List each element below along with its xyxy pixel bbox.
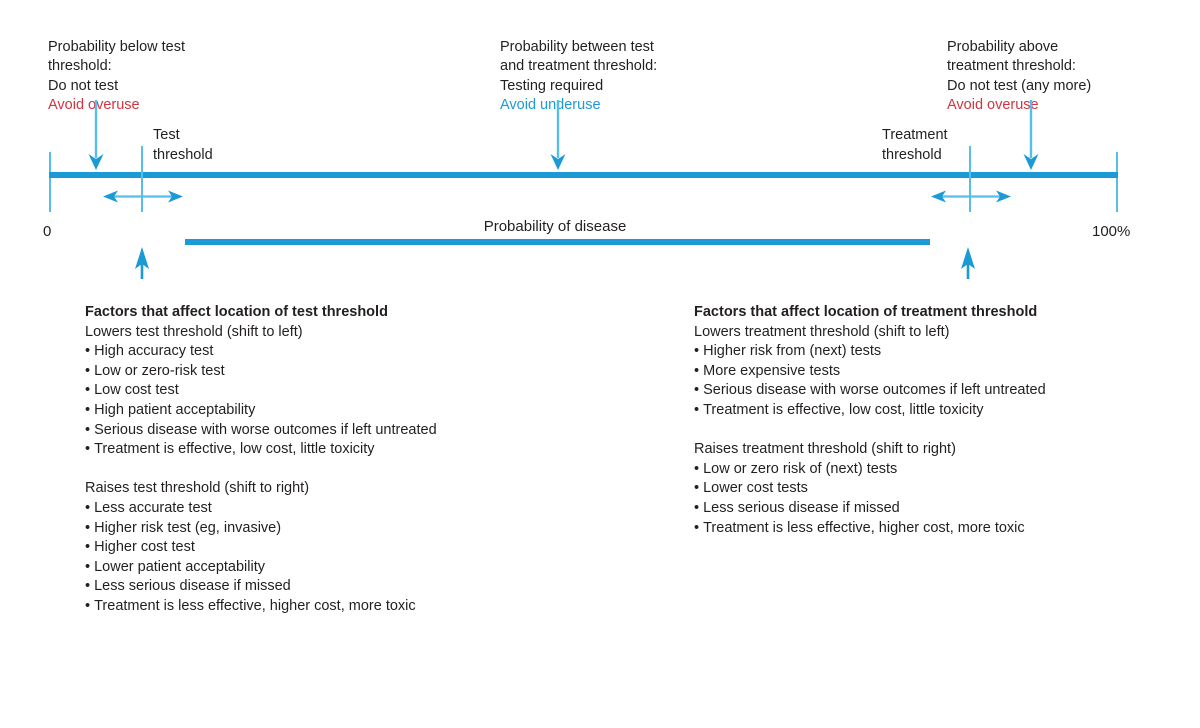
factors-treatment-raise-list: Low or zero risk of (next) tests Lower c… — [694, 460, 1194, 538]
factors-test-lower-heading: Lowers test threshold (shift to left) — [85, 323, 303, 340]
factors-treatment-title: Factors that affect location of treatmen… — [694, 304, 1038, 320]
factors-treatment-lower-list: Higher risk from (next) tests More expen… — [694, 342, 1194, 420]
list-item: Treatment is effective, low cost, little… — [85, 440, 645, 460]
axis-right-end-tick — [1116, 152, 1118, 212]
list-item: Low cost test — [85, 381, 645, 401]
axis-label-hundred-percent: 100% — [1092, 223, 1131, 240]
list-item: Low or zero risk of (next) tests — [694, 460, 1194, 480]
test-threshold-label: Test threshold — [153, 127, 213, 163]
spacer — [85, 460, 645, 480]
factors-treatment-threshold: Factors that affect location of treatmen… — [694, 303, 1194, 538]
spacer — [694, 421, 1194, 441]
treatment-threshold-label: Treatment threshold — [882, 127, 948, 163]
callout-between-accent: Avoid underuse — [500, 97, 601, 113]
list-item: Higher cost test — [85, 538, 645, 558]
list-item: Less serious disease if missed — [694, 499, 1194, 519]
treatment-threshold-tick — [969, 146, 971, 212]
down-arrow-below-test — [88, 100, 104, 170]
list-item: Serious disease with worse outcomes if l… — [85, 421, 645, 441]
treatment-threshold-shift-arrow — [931, 190, 1011, 203]
list-item: Less accurate test — [85, 499, 645, 519]
down-arrow-between-thresholds — [550, 100, 566, 170]
testing-range-bar — [185, 239, 930, 245]
factors-test-raise-heading: Raises test threshold (shift to right) — [85, 480, 310, 497]
axis-label-zero: 0 — [43, 223, 52, 240]
factors-test-threshold: Factors that affect location of test thr… — [85, 303, 645, 617]
callout-below-test-threshold: Probability below test threshold: Do not… — [48, 18, 308, 135]
callout-above-treatment-threshold: Probability above treatment threshold: D… — [947, 18, 1197, 135]
callout-above-treatment-accent: Avoid overuse — [947, 97, 1039, 113]
factors-test-raise-list: Less accurate test Higher risk test (eg,… — [85, 499, 645, 617]
factors-treatment-lower-heading: Lowers treatment threshold (shift to lef… — [694, 323, 950, 340]
list-item: More expensive tests — [694, 362, 1194, 382]
callout-below-test-text: Probability below test threshold: Do not… — [48, 38, 186, 94]
callout-above-treatment-text: Probability above treatment threshold: D… — [947, 38, 1092, 94]
up-arrow-treatment-threshold — [961, 247, 975, 279]
axis-center-label: Probability of disease — [483, 218, 627, 235]
list-item: High accuracy test — [85, 342, 645, 362]
list-item: Higher risk test (eg, invasive) — [85, 519, 645, 539]
callout-between-text: Probability between test and treatment t… — [500, 38, 658, 94]
list-item: Low or zero-risk test — [85, 362, 645, 382]
list-item: Treatment is effective, low cost, little… — [694, 401, 1194, 421]
list-item: High patient acceptability — [85, 401, 645, 421]
factors-test-lower-list: High accuracy test Low or zero-risk test… — [85, 342, 645, 460]
factors-treatment-raise-heading: Raises treatment threshold (shift to rig… — [694, 441, 956, 458]
probability-axis-bar — [49, 172, 1118, 178]
list-item: Serious disease with worse outcomes if l… — [694, 381, 1194, 401]
test-threshold-tick — [141, 146, 143, 212]
list-item: Treatment is less effective, higher cost… — [694, 519, 1194, 539]
list-item: Lower patient acceptability — [85, 558, 645, 578]
axis-left-end-tick — [49, 152, 51, 212]
callout-below-test-accent: Avoid overuse — [48, 97, 140, 113]
list-item: Lower cost tests — [694, 479, 1194, 499]
factors-test-title: Factors that affect location of test thr… — [85, 304, 388, 320]
list-item: Higher risk from (next) tests — [694, 342, 1194, 362]
callout-between-thresholds: Probability between test and treatment t… — [500, 18, 780, 135]
list-item: Less serious disease if missed — [85, 577, 645, 597]
down-arrow-above-treatment — [1023, 100, 1039, 170]
list-item: Treatment is less effective, higher cost… — [85, 597, 645, 617]
test-threshold-shift-arrow — [103, 190, 183, 203]
up-arrow-test-threshold — [135, 247, 149, 279]
